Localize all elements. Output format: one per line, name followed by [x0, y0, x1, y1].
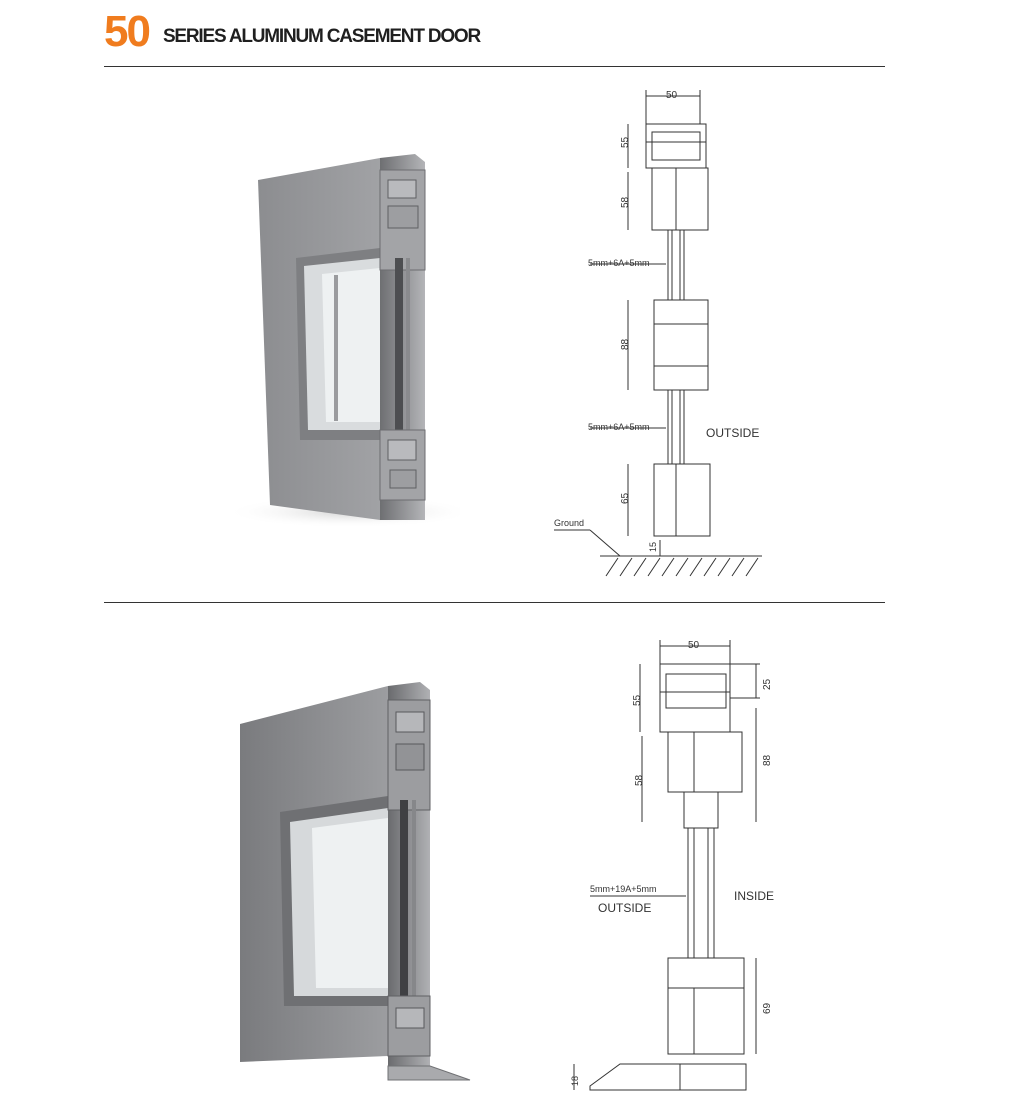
dim-frame-2: 55 — [632, 694, 643, 706]
divider-top — [104, 66, 885, 67]
dim-sash-side: 88 — [762, 754, 773, 766]
page-header: 50 SERIES ALUMINUM CASEMENT DOOR — [104, 4, 481, 56]
door-profile-render-top — [230, 154, 460, 528]
section-drawing-top: 50 55 58 5mm+6A+5mm 88 5mm+6A+5mm OUTSID… — [554, 90, 762, 577]
dim-frame: 55 — [620, 136, 631, 148]
label-inside: INSIDE — [734, 889, 774, 903]
label-outside-top: OUTSIDE — [706, 426, 759, 440]
dim-top-width-2: 50 — [688, 640, 700, 651]
series-number: 50 — [104, 7, 151, 56]
dim-offset: 25 — [762, 678, 773, 690]
page-title: SERIES ALUMINUM CASEMENT DOOR — [162, 26, 481, 47]
divider-middle — [104, 602, 885, 603]
dim-sash-top: 58 — [620, 196, 631, 208]
glass-spec-bottom: 5mm+6A+5mm — [588, 422, 650, 432]
section-drawing-bottom: 50 25 55 58 88 5mm+19A+5mm OUTSIDE INSID… — [570, 640, 774, 1091]
glass-spec: 5mm+19A+5mm — [590, 884, 657, 894]
glass-spec-top: 5mm+6A+5mm — [588, 258, 650, 268]
dim-bottom: 65 — [620, 492, 631, 504]
dim-transom: 88 — [620, 338, 631, 350]
dim-sash-top-2: 58 — [634, 774, 645, 786]
label-ground: Ground — [554, 518, 584, 528]
dim-threshold: 18 — [570, 1076, 580, 1086]
dim-bottom-2: 69 — [762, 1002, 773, 1014]
door-profile-render-bottom — [240, 682, 471, 1081]
dim-top-width: 50 — [666, 90, 678, 101]
label-outside: OUTSIDE — [598, 901, 651, 915]
dim-gap: 15 — [648, 542, 658, 552]
